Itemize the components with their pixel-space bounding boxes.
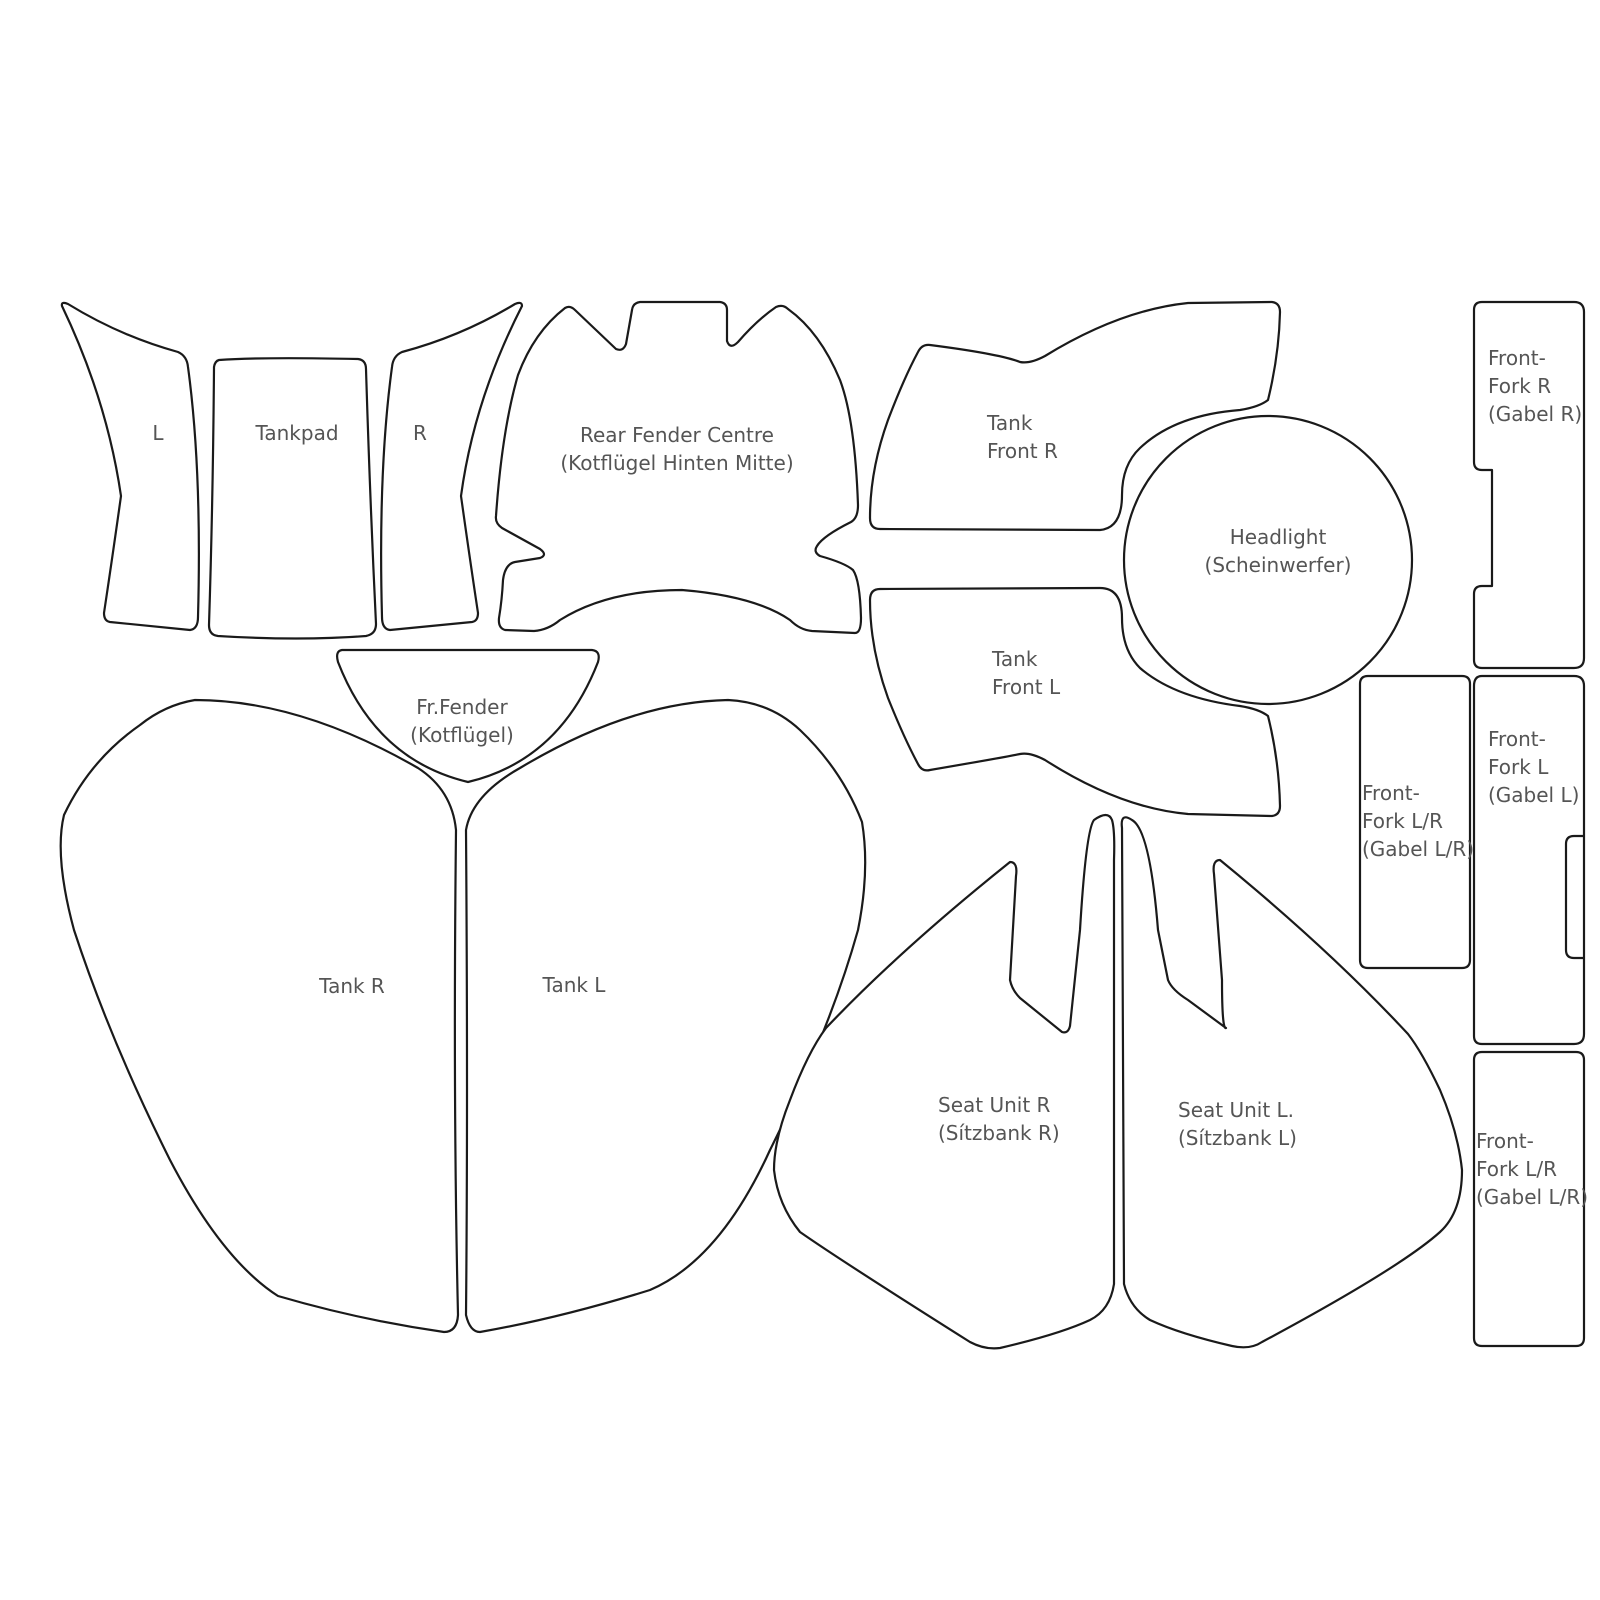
label-line: (Sítzbank L) (1178, 1126, 1297, 1150)
front-fork-r-label: Front- Fork R (Gabel R) (1488, 346, 1582, 426)
piece-tankpad-left: L (60, 301, 200, 632)
seat-unit-r-label: Seat Unit R (Sítzbank R) (938, 1093, 1060, 1145)
piece-front-fork-r: Front- Fork R (Gabel R) (1472, 300, 1586, 670)
label-line: Front- (1488, 346, 1546, 370)
label-line: Rear Fender Centre (580, 423, 774, 447)
label-line: (Scheinwerfer) (1205, 553, 1352, 577)
label-line: Seat Unit R (938, 1093, 1051, 1117)
label-line: Tank (986, 411, 1033, 435)
front-fork-lr-a-label: Front- Fork L/R (Gabel L/R) (1362, 781, 1474, 861)
label-line: Fr.Fender (416, 695, 508, 719)
tank-r-label: Tank R (318, 974, 385, 998)
piece-seat-unit-l: Seat Unit L. (Sítzbank L) (1120, 816, 1464, 1349)
front-fork-lr-b-label: Front- Fork L/R (Gabel L/R) (1476, 1129, 1588, 1209)
label-line: (Sítzbank R) (938, 1121, 1060, 1145)
tankpad-right-label: R (413, 421, 427, 445)
front-fork-l-label: Front- Fork L (Gabel L) (1488, 727, 1579, 807)
label-line: Front L (992, 675, 1061, 699)
piece-headlight: Headlight (Scheinwerfer) (1122, 414, 1414, 706)
label-line: (Gabel L/R) (1476, 1185, 1588, 1209)
piece-front-fender: Fr.Fender (Kotflügel) (336, 648, 600, 784)
seat-unit-l-label: Seat Unit L. (Sítzbank L) (1178, 1098, 1297, 1150)
label-line: Front- (1476, 1129, 1534, 1153)
tank-l-label: Tank L (542, 973, 607, 997)
tankpad-left-label: L (152, 421, 164, 445)
label-line: (Gabel L) (1488, 783, 1579, 807)
rear-fender-centre-label: Rear Fender Centre (Kotflügel Hinten Mitt… (560, 423, 793, 475)
label-line: Front- (1488, 727, 1546, 751)
label-line: Tank L (542, 973, 607, 997)
label-line: Fork L/R (1476, 1157, 1557, 1181)
label-line: Front R (987, 439, 1058, 463)
label-line: R (413, 421, 427, 445)
label-line: Fork L/R (1362, 809, 1443, 833)
piece-front-fork-lr-a: Front- Fork L/R (Gabel L/R) (1358, 674, 1474, 970)
piece-tankpad-center: Tankpad (207, 357, 378, 640)
label-line: Fork R (1488, 374, 1551, 398)
piece-seat-unit-r: Seat Unit R (Sítzbank R) (772, 813, 1116, 1350)
piece-tank-r: Tank R (59, 698, 460, 1334)
label-line: (Kotflügel) (410, 723, 514, 747)
piece-front-fork-lr-b: Front- Fork L/R (Gabel L/R) (1472, 1050, 1588, 1348)
label-line: Front- (1362, 781, 1420, 805)
tankpad-center-label: Tankpad (254, 421, 338, 445)
headlight-label: Headlight (Scheinwerfer) (1205, 525, 1352, 577)
piece-tankpad-right: R (380, 301, 524, 632)
piece-front-fork-l: Front- Fork L (Gabel L) (1472, 674, 1586, 1046)
label-line: (Gabel L/R) (1362, 837, 1474, 861)
label-line: Tank (991, 647, 1038, 671)
piece-tank-l: Tank L (464, 698, 867, 1334)
label-line: Fork L (1488, 755, 1549, 779)
label-line: L (152, 421, 164, 445)
piece-rear-fender-centre: Rear Fender Centre (Kotflügel Hinten Mitt… (494, 300, 863, 635)
label-line: (Gabel R) (1488, 402, 1582, 426)
label-line: Seat Unit L. (1178, 1098, 1294, 1122)
label-line: (Kotflügel Hinten Mitte) (560, 451, 793, 475)
label-line: Tank R (318, 974, 385, 998)
label-line: Headlight (1230, 525, 1327, 549)
label-line: Tankpad (254, 421, 338, 445)
front-fender-label: Fr.Fender (Kotflügel) (410, 695, 514, 747)
